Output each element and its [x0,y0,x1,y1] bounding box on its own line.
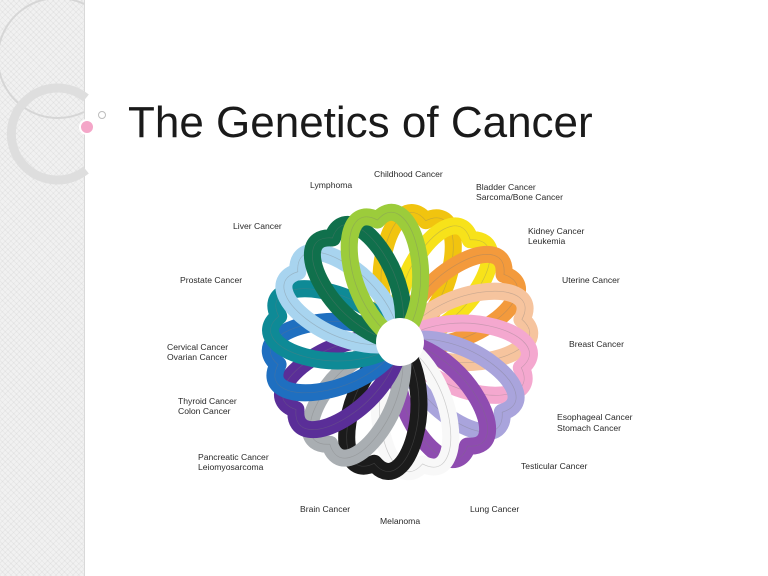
small-bullet-ring-icon [98,111,106,119]
label-pancreatic-cancer: Pancreatic Cancer [198,452,269,462]
label-ovarian-cancer: Ovarian Cancer [167,352,227,362]
label-bladder-cancer: Bladder Cancer [476,182,536,192]
label-lymphoma: Lymphoma [310,180,352,190]
label-leukemia: Leukemia [528,236,565,246]
label-liver-cancer: Liver Cancer [233,221,282,231]
slide-title: The Genetics of Cancer [128,98,593,147]
label-brain-cancer: Brain Cancer [300,504,350,514]
label-leiomyosarcoma: Leiomyosarcoma [198,462,264,472]
label-cervical-cancer: Cervical Cancer [167,342,228,352]
label-colon-cancer: Colon Cancer [178,406,231,416]
ornament-arc-large [0,0,85,119]
ribbon-outline [283,251,401,346]
label-lung-cancer: Lung Cancer [470,504,519,514]
label-stomach-cancer: Stomach Cancer [557,423,621,433]
side-decoration-strip [0,0,85,576]
ribbon-loop [340,203,429,351]
label-uterine-cancer: Uterine Cancer [562,275,620,285]
cancer-ribbon-wheel: Childhood Cancer Lymphoma Bladder Cancer… [167,169,633,526]
label-childhood-cancer: Childhood Cancer [374,169,443,179]
ribbon-outline [312,224,404,343]
label-thyroid-cancer: Thyroid Cancer [178,396,237,406]
label-breast-cancer: Breast Cancer [569,339,624,349]
label-prostate-cancer: Prostate Cancer [180,275,242,285]
ribbon-loop [275,243,409,354]
label-kidney-cancer: Kidney Cancer [528,226,585,236]
ornament-arc-ring [6,83,89,185]
ribbon-loop [304,216,412,351]
ribbon-outline [348,212,421,343]
label-sarcoma-bone-cancer: Sarcoma/Bone Cancer [476,192,563,202]
title-bullet-icon [79,119,95,135]
ribbon-group [261,203,539,481]
label-melanoma: Melanoma [380,516,420,526]
slide-ornament [0,0,106,185]
label-esophageal-cancer: Esophageal Cancer [557,412,633,422]
wheel-center [376,318,424,366]
label-testicular-cancer: Testicular Cancer [521,461,588,471]
